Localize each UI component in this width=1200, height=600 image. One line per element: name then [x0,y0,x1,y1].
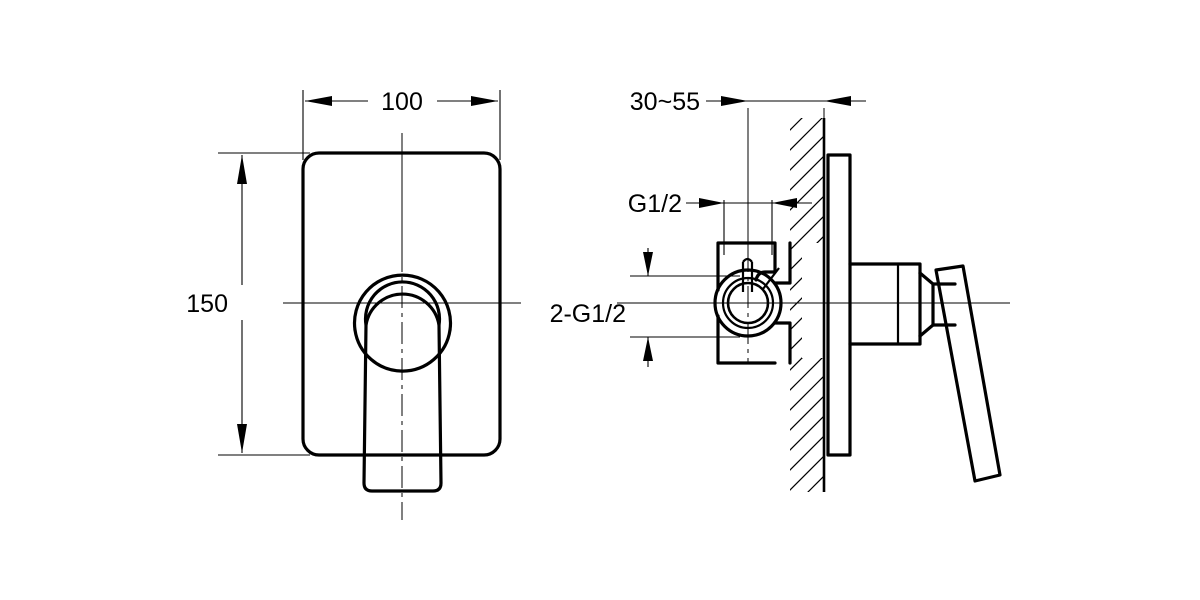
side-section-view-group: 30~55 G1/2 2-G1/2 [550,88,1010,492]
inlet-fitting-upper-shoulder [773,241,792,285]
handle-base-inner-ring [363,280,442,327]
dim-label-plate-height: 150 [186,290,228,318]
arrowhead-3055-left [721,96,748,106]
inlet-leader-line [762,267,780,290]
front-view-group: 100 150 [186,88,521,520]
arrowhead-3055-right [824,96,851,106]
side-lever-handle [934,264,1002,483]
handle-base-outer-ring [352,273,453,332]
arrowhead-150-top [237,155,247,184]
dim-label-wall-depth: 30~55 [630,88,700,116]
dim-label-inlet-thread-top: G1/2 [628,190,682,218]
inlet-riser-tube [741,257,754,292]
arrowhead-150-bottom [237,424,247,453]
arrowhead-2g12-bottom [643,337,653,361]
dimension-inlet-thread-count: 2-G1/2 [550,248,740,367]
dimension-plate-height: 150 [186,155,247,453]
dimension-wall-depth: 30~55 [630,88,866,116]
side-escutcheon-plate [826,153,852,457]
inlet-fitting-lower-shoulder [773,321,792,365]
inlet-fitting-bottom [716,314,777,365]
arrowhead-g12-right [772,198,797,208]
valve-body-cylinder [848,262,922,346]
dim-label-inlet-thread-count: 2-G1/2 [550,300,626,328]
dimension-plate-width: 100 [305,88,498,116]
dim-label-plate-width: 100 [381,88,423,116]
arrowhead-100-left [305,96,332,106]
front-lever-handle [362,292,443,493]
handle-base-outer-ring-bottom [353,328,452,373]
valve-stem-collar [931,282,957,327]
dimension-inlet-thread-top: G1/2 [628,190,812,255]
arrowhead-g12-left [699,198,724,208]
valve-stem-taper [918,271,935,338]
arrowhead-2g12-top [643,252,653,276]
front-escutcheon-plate [301,151,502,457]
arrowhead-100-right [471,96,498,106]
